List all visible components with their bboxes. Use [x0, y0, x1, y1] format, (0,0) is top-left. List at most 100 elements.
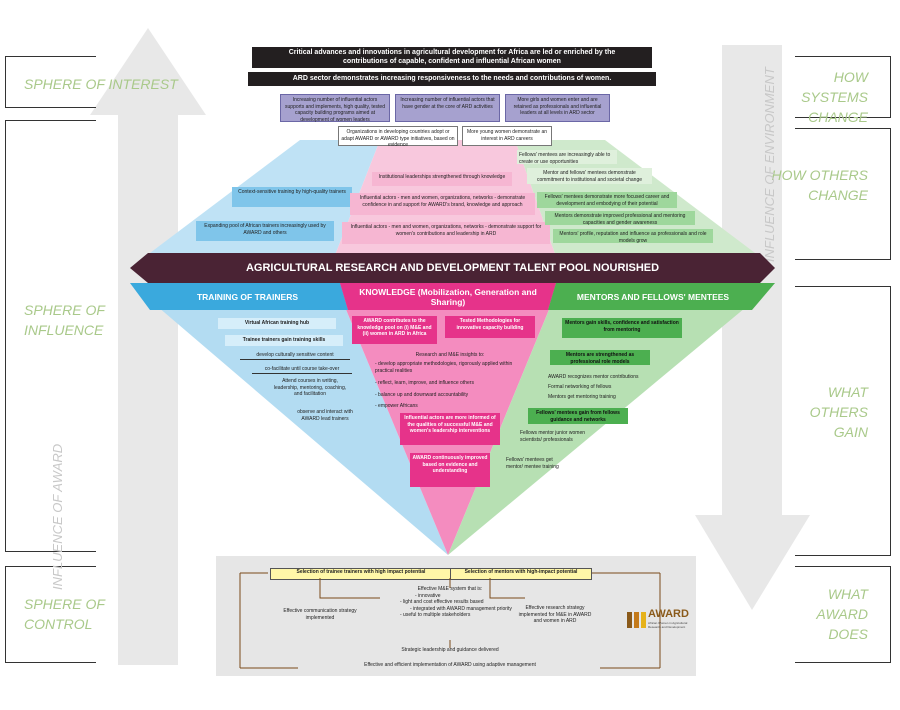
trainee-gain-box: Trainee trainers gain training skills	[225, 335, 343, 346]
pink-item-4: - empower Africans	[375, 403, 418, 409]
tested-methodologies-box: Tested Methodologies for innovative capa…	[445, 316, 535, 338]
mentors-gain-box: Mentors gain skills, confidence and sati…	[562, 318, 682, 338]
what-award-does-label: WHAT AWARD DOES	[768, 584, 868, 644]
critical-advances-bar: Critical advances and innovations in agr…	[252, 47, 652, 68]
sphere-influence-line1: SPHERE OF	[24, 302, 105, 318]
training-of-trainers-header: TRAINING OF TRAINERS	[196, 291, 299, 302]
blue-item-1: develop culturally sensitive content	[240, 352, 350, 360]
upper-green-box-2: Mentor and fellows' mentees demonstrate …	[527, 168, 652, 184]
pink-item-1: - develop appropriate methodologies, rig…	[375, 361, 513, 374]
sphere-control-line2: CONTROL	[24, 616, 93, 632]
green-item-7: Fellows mentor junior women scientists/ …	[520, 430, 586, 443]
strategic-leadership: Strategic leadership and guidance delive…	[401, 647, 499, 653]
research-strategy-box: Effective research strategy implemented …	[518, 605, 592, 624]
upper-blue-box-2: Expanding pool of African trainers incre…	[196, 221, 334, 241]
me-title: Effective M&E system that is:	[417, 586, 483, 592]
upper-pink-box-2: Influential actors - men and women, orga…	[350, 193, 535, 215]
research-insights-label: Research and M&E insights to:	[415, 352, 485, 358]
left-bracket-interest	[5, 56, 96, 108]
how-others-change-label: HOW OTHERS CHANGE	[768, 165, 868, 205]
what-award-line1: WHAT	[827, 586, 868, 602]
upper-pink-box-3: Influential actors - men and women, orga…	[342, 222, 550, 244]
how-systems-change-label: HOW SYSTEMS CHANGE	[768, 67, 868, 127]
me-item-1: - innovative	[415, 592, 441, 599]
sphere-influence-line2: INFLUENCE	[24, 322, 104, 338]
upper-green-box-5: Mentors' profile, reputation and influen…	[553, 229, 713, 244]
right-bracket-award-does	[795, 566, 891, 663]
how-others-line2: CHANGE	[808, 187, 868, 203]
award-logo-sub2: Research and Development	[648, 625, 686, 629]
me-item-3: - integrated with AWARD management prior…	[410, 605, 512, 612]
pink-item-3: - balance up and downward accountability	[375, 392, 469, 398]
purple-box-2: Increasing number of influential actors …	[395, 94, 500, 122]
right-bracket-others-change	[795, 128, 891, 260]
comm-connector	[319, 578, 380, 599]
green-item-4: Formal networking of fellows	[548, 384, 612, 390]
talent-pool-banner: AGRICULTURAL RESEARCH AND DEVELOPMENT TA…	[245, 262, 660, 274]
award-logo-icon	[627, 612, 646, 628]
green-item-5: Mentors get mentoring training	[548, 394, 616, 400]
banner-shape	[130, 253, 775, 283]
me-item-2: - light and cost effective results based	[400, 599, 484, 605]
how-systems-line2: CHANGE	[808, 109, 868, 125]
efficient-implementation: Effective and efficient implementation o…	[364, 662, 536, 668]
green-item-3: AWARD recognizes mentor contributions	[548, 374, 639, 380]
how-others-line1: HOW OTHERS	[771, 167, 868, 183]
left-bracket-control	[5, 566, 96, 663]
mentees-gain-box: Fellows' mentees gain from fellows guida…	[528, 408, 628, 424]
up-arrow	[90, 28, 206, 665]
col-blue-header	[130, 283, 348, 310]
what-others-line1: WHAT	[827, 384, 868, 400]
award-logo: AWARD African Women in Agricultural Rese…	[626, 608, 691, 632]
award-logo-sub1: African Women in Agricultural	[648, 621, 688, 625]
col-pink-header	[340, 283, 556, 310]
critical-line1: Critical advances and innovations in agr…	[288, 49, 616, 56]
research-connector	[489, 578, 525, 599]
logo-bar-2	[634, 612, 639, 628]
lower-blue-face	[130, 283, 448, 555]
right-bracket-others-gain	[795, 286, 891, 556]
what-others-line3: GAIN	[833, 424, 868, 440]
upper-blue-box-1: Context-sensitive training by high-quali…	[232, 187, 352, 207]
select-trainee-box: Selection of trainee trainers with high …	[270, 568, 452, 580]
upper-pink-box-1: Institutional leaderships strengthened t…	[372, 172, 512, 186]
me-item-4: - useful to multiple stakeholders	[400, 612, 471, 618]
down-arrow	[695, 45, 810, 610]
comm-strategy-box: Effective communication strategy impleme…	[283, 608, 357, 621]
green-item-8: Fellows' mentees get mentor/ mentee trai…	[506, 457, 559, 470]
pink-item-2: - reflect, learn, improve, and influence…	[375, 380, 474, 386]
purple-box-1: Increasing number of influential actors …	[280, 94, 390, 123]
mentors-header: MENTORS AND FELLOWS' MENTEES	[576, 291, 730, 302]
critical-line2: contributions of capable, confident and …	[343, 58, 561, 65]
me-system-box: Effective M&E system that is: - innovati…	[375, 586, 525, 619]
org-adopt-box: Organizations in developing countries ad…	[338, 126, 458, 148]
what-others-gain-label: WHAT OTHERS GAIN	[768, 382, 868, 442]
logo-bar-1	[627, 612, 632, 628]
upper-green-box-1: Fellows' mentees are increasingly able t…	[517, 150, 617, 165]
purple-box-3: More girls and women enter and are retai…	[505, 94, 610, 122]
young-women-box: More young women demonstrate an interest…	[462, 126, 552, 146]
upper-green-box-3: Fellows' mentees demonstrate more focuse…	[537, 192, 677, 208]
blue-item-4: observe and interact with AWARD lead tra…	[297, 409, 353, 422]
sphere-of-influence-label: SPHERE OF INFLUENCE	[24, 300, 105, 340]
left-bracket-influence	[5, 120, 96, 552]
what-award-line3: DOES	[828, 626, 868, 642]
right-bracket-systems	[795, 56, 891, 118]
select-mentors-box: Selection of mentors with high-impact po…	[450, 568, 592, 580]
upper-green-box-4: Mentors demonstrate improved professiona…	[545, 211, 695, 226]
knowledge-header: KNOWLEDGE (Mobilization, Generation and …	[359, 286, 537, 307]
sphere-of-interest-label: SPHERE OF INTEREST	[24, 76, 178, 92]
influential-informed-box: Influential actors are more informed of …	[400, 413, 500, 445]
mentors-strengthened-box: Mentors are strengthened as professional…	[550, 350, 650, 365]
award-improved-box: AWARD continuously improved based on evi…	[410, 453, 490, 487]
virtual-hub-box: Virtual African training hub	[218, 318, 336, 329]
col-green-header	[548, 283, 775, 310]
blue-item-2: co-facilitate until course take-over	[252, 366, 352, 374]
sphere-of-control-label: SPHERE OF CONTROL	[24, 594, 105, 634]
ard-sector-bar: ARD sector demonstrates increasing respo…	[248, 72, 656, 86]
award-contributes-box: AWARD contributes to the knowledge pool …	[352, 316, 437, 344]
logo-bar-3	[641, 612, 646, 628]
award-logo-text: AWARD	[648, 608, 689, 620]
